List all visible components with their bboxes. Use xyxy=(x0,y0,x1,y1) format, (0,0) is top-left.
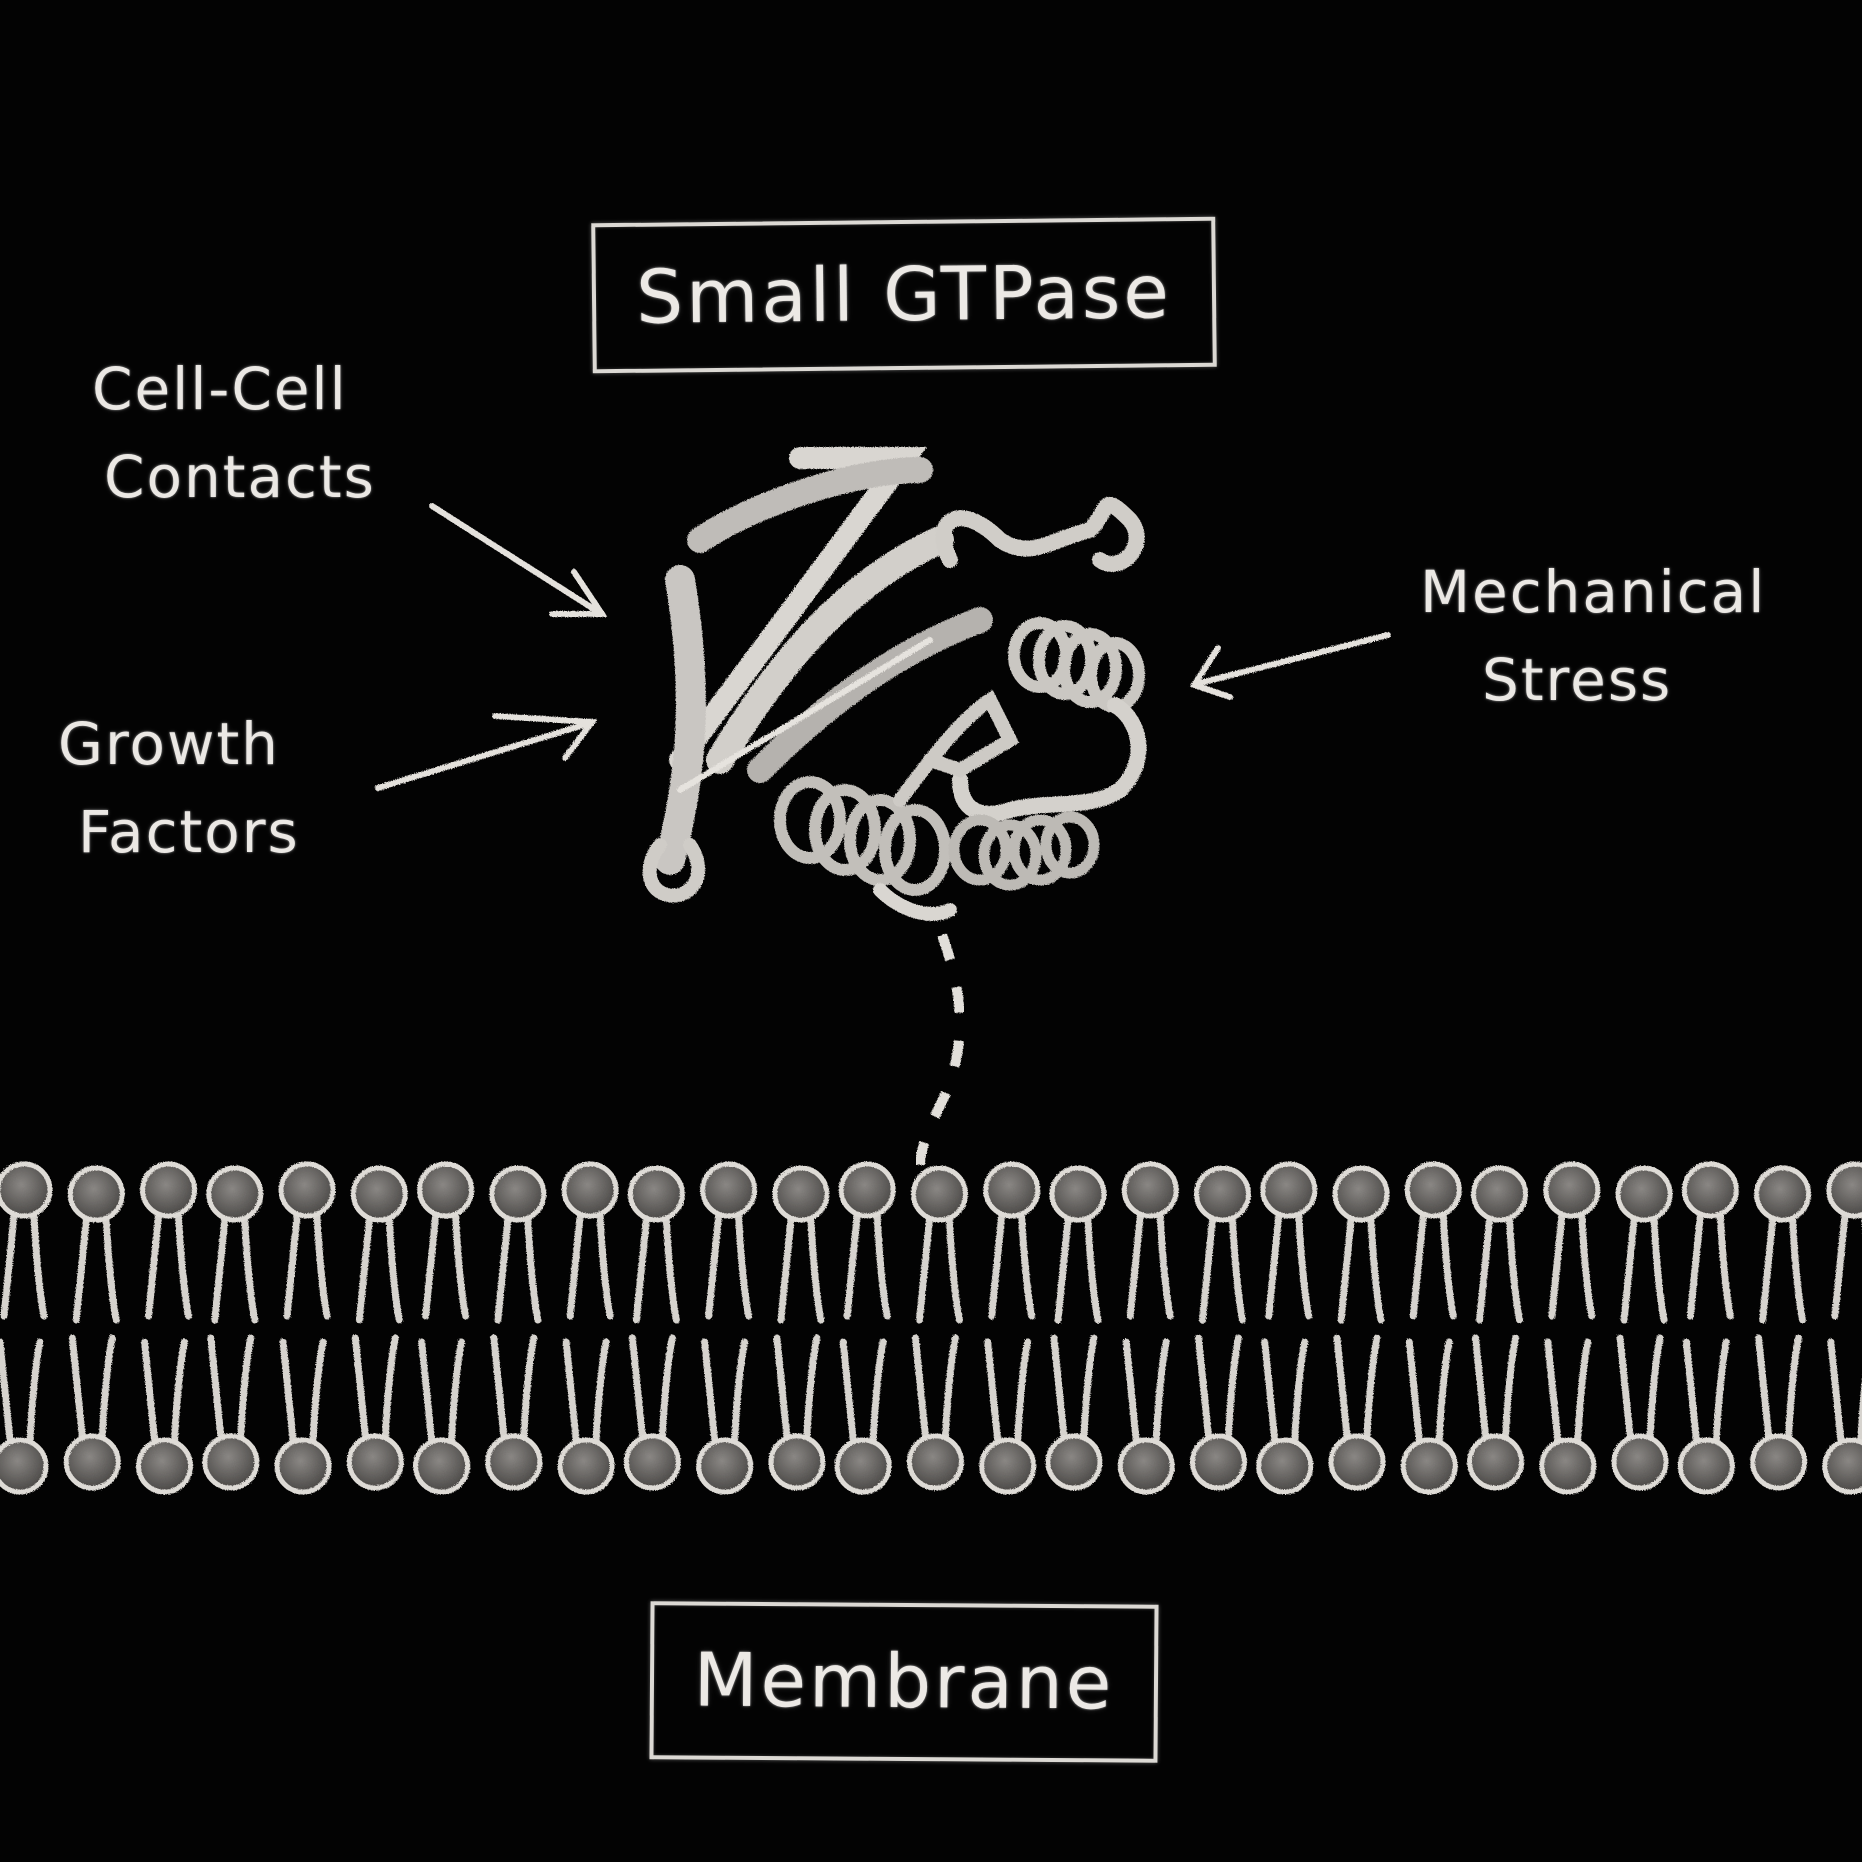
phospholipid xyxy=(485,1334,543,1491)
phospholipid xyxy=(1260,1161,1318,1320)
phospholipid xyxy=(0,1161,53,1320)
phospholipid xyxy=(0,1338,49,1495)
phospholipid xyxy=(1400,1338,1458,1495)
stimulus-mechanical-stress: Mechanical Stress xyxy=(1420,548,1766,724)
phospholipid xyxy=(696,1338,754,1495)
phospholipid xyxy=(561,1161,619,1320)
phospholipid xyxy=(834,1338,892,1495)
phospholipid xyxy=(627,1165,685,1324)
phospholipid xyxy=(1754,1165,1812,1324)
protein-ribbon-structure-icon xyxy=(642,447,1147,921)
phospholipid xyxy=(63,1334,121,1491)
phospholipid xyxy=(700,1161,758,1320)
phospholipid xyxy=(1681,1161,1739,1320)
phospholipid xyxy=(838,1161,896,1320)
stimulus-cell-cell-contacts: Cell-Cell Contacts xyxy=(92,345,376,521)
phospholipid xyxy=(623,1334,681,1491)
phospholipid-bilayer-icon xyxy=(0,1161,1862,1495)
lower-leaflet xyxy=(0,1334,1862,1495)
phospholipid xyxy=(772,1165,830,1324)
phospholipid xyxy=(417,1161,475,1320)
phospholipid xyxy=(768,1334,826,1491)
arrow-down-right-icon xyxy=(429,503,608,617)
phospholipid xyxy=(136,1338,194,1495)
phospholipid xyxy=(413,1338,471,1495)
stimulus-line1: Cell-Cell xyxy=(92,355,348,423)
phospholipid xyxy=(1611,1334,1669,1491)
phospholipid xyxy=(910,1165,968,1324)
membrane-label: Membrane xyxy=(693,1637,1115,1727)
phospholipid xyxy=(1750,1334,1808,1491)
phospholipid xyxy=(1117,1338,1175,1495)
arrow-left-icon xyxy=(1189,632,1391,700)
phospholipid xyxy=(1467,1334,1525,1491)
phospholipid xyxy=(1826,1161,1862,1320)
phospholipid xyxy=(278,1161,336,1320)
phospholipid xyxy=(557,1338,615,1495)
lipid-anchor-tether xyxy=(915,933,965,1166)
membrane-label-box: Membrane xyxy=(649,1601,1159,1763)
phospholipid xyxy=(140,1161,198,1320)
phospholipid xyxy=(1404,1161,1462,1320)
phospholipid xyxy=(1471,1165,1529,1324)
phospholipid xyxy=(1121,1161,1179,1320)
stimulus-line2: Contacts xyxy=(104,443,376,511)
phospholipid xyxy=(350,1165,408,1324)
phospholipid xyxy=(1189,1334,1247,1491)
phospholipid xyxy=(1543,1161,1601,1320)
stimulus-line2: Stress xyxy=(1482,646,1673,714)
phospholipid xyxy=(489,1165,547,1324)
phospholipid xyxy=(1677,1338,1735,1495)
stimulus-line2: Factors xyxy=(78,798,300,866)
stimulus-growth-factors: Growth Factors xyxy=(58,700,300,876)
phospholipid xyxy=(202,1334,260,1491)
phospholipid xyxy=(206,1165,264,1324)
phospholipid xyxy=(1256,1338,1314,1495)
stimulus-line1: Mechanical xyxy=(1420,558,1767,626)
phospholipid xyxy=(1328,1334,1386,1491)
phospholipid xyxy=(979,1338,1037,1495)
phospholipid xyxy=(1332,1165,1390,1324)
phospholipid xyxy=(67,1165,125,1324)
phospholipid xyxy=(1045,1334,1103,1491)
phospholipid xyxy=(274,1338,332,1495)
phospholipid xyxy=(1822,1338,1862,1495)
phospholipid xyxy=(983,1161,1041,1320)
phospholipid xyxy=(346,1334,404,1491)
stimulus-line1: Growth xyxy=(58,710,280,778)
phospholipid xyxy=(1615,1165,1673,1324)
phospholipid xyxy=(1193,1165,1251,1324)
phospholipid xyxy=(906,1334,964,1491)
arrow-up-right-icon xyxy=(375,713,598,791)
upper-leaflet xyxy=(0,1161,1862,1324)
phospholipid xyxy=(1539,1338,1597,1495)
phospholipid xyxy=(1049,1165,1107,1324)
